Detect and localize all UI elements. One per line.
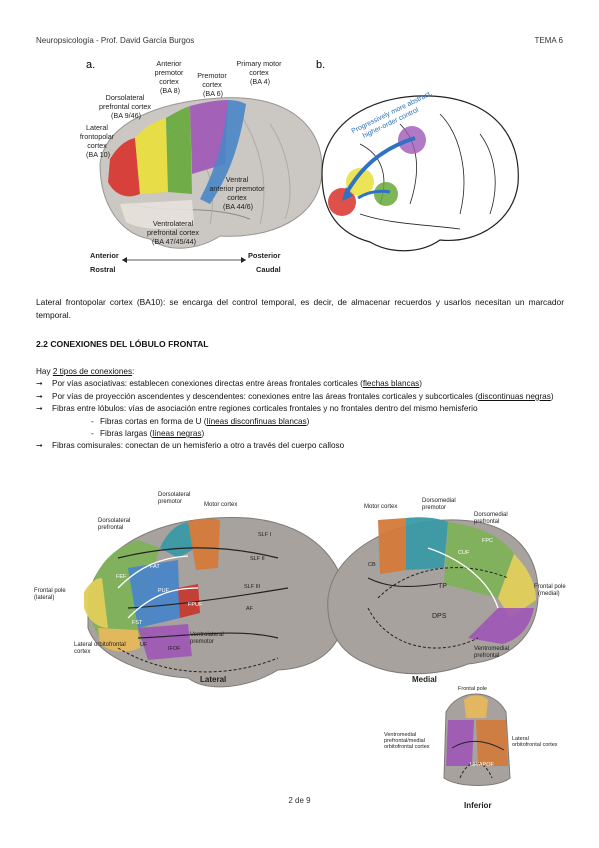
svg-text:CB: CB [368,562,376,568]
svg-text:UF/APOF: UF/APOF [470,762,494,768]
list-item: Fibras comisurales: conectan de un hemis… [36,440,566,453]
brain-a [99,97,323,249]
brain-medial [327,517,539,675]
brain-lateral [84,516,347,688]
header-right: TEMA 6 [534,36,563,45]
svg-text:Motor cortex: Motor cortex [204,502,237,508]
list-item: Por vías de proyección ascendentes y des… [36,391,566,404]
svg-text:IFOF: IFOF [168,646,181,652]
svg-text:UF: UF [140,642,148,648]
view-inferior: Inferior [464,801,492,810]
list-item: Fibras entre lóbulos: vías de asociación… [36,403,566,416]
svg-text:Motor cortex: Motor cortex [364,504,397,510]
svg-text:SLF I: SLF I [258,532,272,538]
svg-text:FEF: FEF [116,574,127,580]
body-text: Hay 2 tipos de conexiones: Por vías asoc… [36,366,566,453]
svg-text:PUF: PUF [158,588,170,594]
section-title: 2.2 CONEXIONES DEL LÓBULO FRONTAL [36,339,209,349]
svg-text:SLF III: SLF III [244,584,261,590]
svg-text:FST: FST [132,620,143,626]
label-primary-motor: Primary motor cortex (BA 4) [236,59,283,86]
lateral-tract-tags: FEF SLF I FAT SLF II PUF SLF III FPUF UF… [116,532,272,652]
arrow-blue [344,136,416,195]
sub-list-item: Fibras cortas en forma de U (líneas disc… [36,416,566,429]
header-left: Neuropsicología - Prof. David García Bur… [36,36,195,45]
brain-inferior: UF/APOF [443,693,511,786]
label-ventral-premotor: Ventral anterior premotor cortex (BA 44/… [209,175,266,211]
figure-brain-hierarchy: a. Anterior premotor cortex (BA 8) Premo… [60,54,530,286]
svg-text:FPC: FPC [482,538,493,544]
label-vlpfc: Ventrolateral prefrontal cortex (BA 47/4… [147,219,201,246]
svg-text:Caudal: Caudal [256,265,281,274]
svg-text:Frontal pole(lateral): Frontal pole(lateral) [34,588,66,601]
svg-text:Anterior: Anterior [90,251,119,260]
blob-yellow [346,168,374,196]
svg-text:FPUF: FPUF [188,602,203,608]
region-red [108,138,140,197]
svg-text:Posterior: Posterior [248,251,281,260]
view-medial: Medial [412,675,437,684]
label-dlpfc: Dorsolateral prefrontal cortex (BA 9/46) [99,93,153,120]
figure-frontal-connections: FEF SLF I FAT SLF II PUF SLF III FPUF UF… [28,488,578,818]
svg-text:TP: TP [438,583,447,590]
sub-list-item: Fibras largas (líneas negras) [36,428,566,441]
figure-caption: Lateral frontopolar cortex (BA10): se en… [36,297,564,320]
intro-line: Hay 2 tipos de conexiones: [36,367,135,376]
panel-b-label: b. [316,59,325,71]
panel-a-label: a. [86,59,95,71]
svg-text:SLF II: SLF II [250,556,265,562]
medial-labels: CB TP DPS FPC CUF Motor cortex Dorsomedi… [364,498,566,684]
label-lateral-frontopolar: Lateral frontopolar cortex (BA 10) [80,123,116,159]
blob-green [374,182,398,206]
svg-text:CUF: CUF [458,550,470,556]
list-item: Por vías asociativas: establecen conexio… [36,378,566,391]
region-green [166,106,192,194]
svg-text:FAT: FAT [150,564,160,570]
label-anterior-premotor: Anterior premotor cortex (BA 8) [155,59,186,95]
svg-text:AF: AF [246,606,254,612]
svg-text:Rostral: Rostral [90,265,115,274]
svg-text:Frontal pole: Frontal pole [458,686,487,692]
brain-b: Progressively more abstract, higher-orde… [321,90,519,252]
page-number: 2 de 9 [288,796,311,805]
svg-text:Frontal pole(medial): Frontal pole(medial) [534,584,566,597]
axis-rostral-caudal: Anterior Posterior Rostral Caudal [90,251,281,274]
svg-text:DPS: DPS [432,613,447,620]
region-blue [200,100,246,204]
region-yellow [135,118,168,194]
view-lateral: Lateral [200,675,226,684]
label-premotor: Premotor cortex (BA 6) [197,71,229,98]
